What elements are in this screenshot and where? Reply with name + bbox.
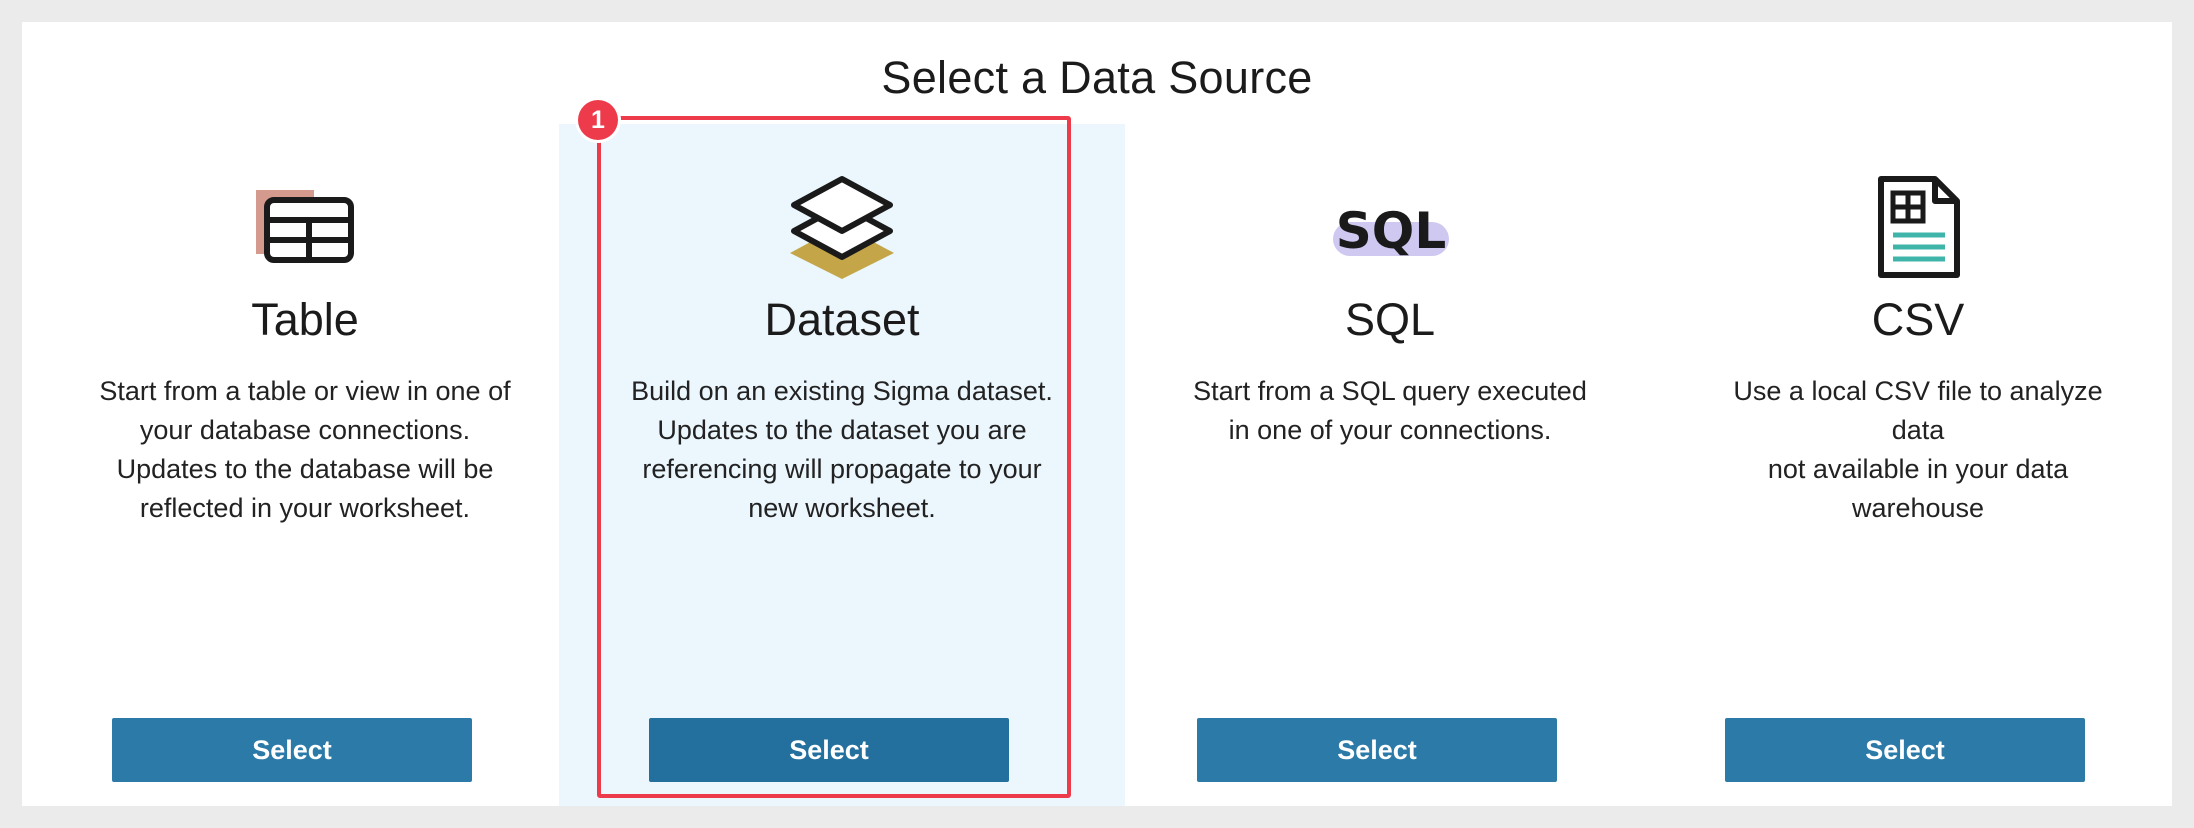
sql-icon-text: SQL [1336,202,1446,260]
dialog-title: Select a Data Source [881,52,1313,103]
source-title: SQL [1344,294,1436,345]
select-csv-button[interactable]: Select [1725,718,2085,782]
select-sql-button[interactable]: Select [1197,718,1557,782]
source-title: Table [251,294,359,345]
sql-icon: SQL [1107,172,1673,282]
source-card-csv[interactable]: CSV Use a local CSV file to analyze data… [1635,124,2194,806]
source-description: Start from a SQL query executed in one o… [1193,376,1587,445]
select-dataset-button[interactable]: Select [649,718,1009,782]
source-card-dataset[interactable]: Dataset Build on an existing Sigma datas… [559,124,1125,806]
source-card-table[interactable]: Table Start from a table or view in one … [22,124,588,806]
source-description: Build on an existing Sigma dataset. Upda… [631,376,1053,523]
source-title: Dataset [764,294,920,345]
select-table-button[interactable]: Select [112,718,472,782]
source-description: Use a local CSV file to analyze data not… [1733,376,2103,523]
step-badge: 1 [578,100,618,140]
csv-file-icon [1635,172,2194,282]
data-source-dialog: Select a Data Source Table Start from a … [22,22,2172,806]
source-description: Start from a table or view in one of you… [99,376,511,523]
source-title: CSV [1871,294,1965,345]
source-card-sql[interactable]: SQL SQL Start from a SQL query executed … [1107,124,1673,806]
table-icon [22,172,588,282]
layers-icon [559,172,1125,282]
